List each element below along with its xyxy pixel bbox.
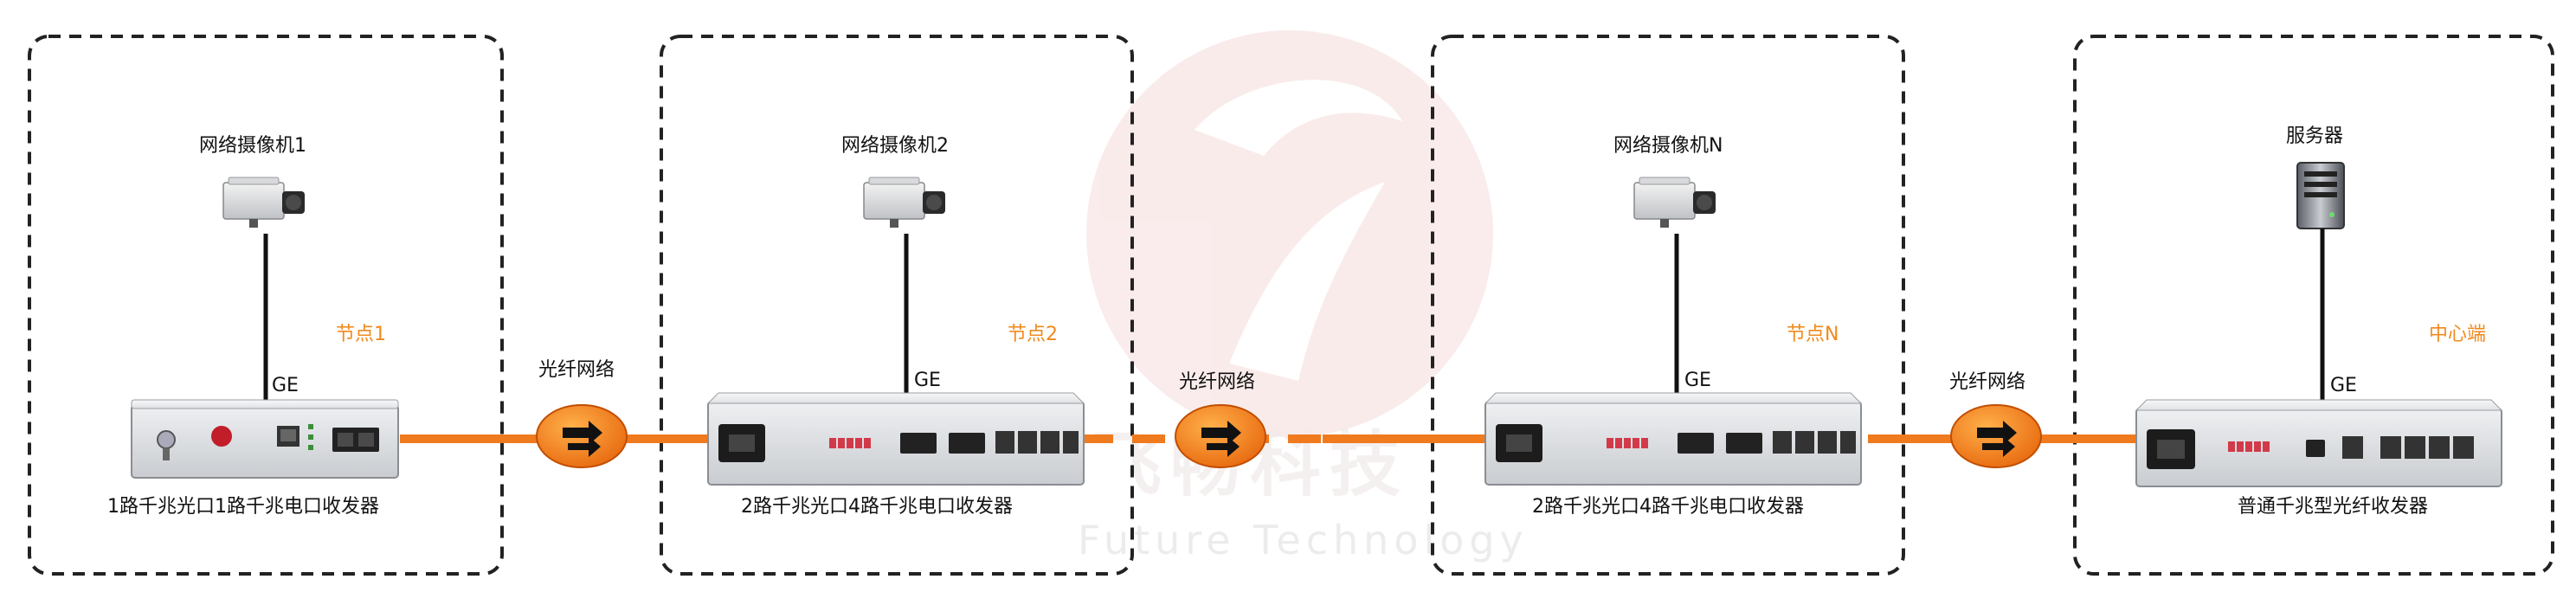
link-label-4: GE	[2330, 375, 2357, 396]
device-2	[706, 392, 1085, 486]
group-box-3	[1431, 35, 1905, 576]
fiber-hub-icon-1	[536, 404, 628, 468]
fiber-hub-icon-3	[1950, 404, 2042, 468]
node-label-1: 节点1	[336, 324, 386, 345]
node-label-3: 节点N	[1787, 324, 1839, 345]
device-label-1: 1路千兆光口1路千兆电口收发器	[107, 496, 379, 518]
link-label-3: GE	[1684, 370, 1711, 391]
camera-icon-1	[222, 177, 305, 228]
server-icon	[2296, 162, 2345, 229]
camera-label-3: 网络摄像机N	[1613, 135, 1723, 157]
device-3	[1484, 392, 1863, 486]
link-label-1: GE	[272, 375, 299, 396]
watermark-logo	[1086, 30, 1493, 437]
device-1	[131, 399, 399, 479]
fiber-label-3: 光纤网络	[1949, 371, 2025, 393]
group-box-4	[2073, 35, 2554, 576]
group-box-1	[28, 35, 504, 576]
device-4	[2135, 399, 2503, 487]
fiber-label-2: 光纤网络	[1179, 371, 1255, 393]
device-label-3: 2路千兆光口4路千兆电口收发器	[1532, 496, 1804, 518]
server-label: 服务器	[2286, 126, 2343, 147]
camera-icon-2	[863, 177, 945, 228]
node-label-4: 中心端	[2429, 324, 2486, 345]
device-label-4: 普通千兆型光纤收发器	[2238, 496, 2428, 518]
fiber-label-1: 光纤网络	[538, 359, 615, 381]
camera-label-2: 网络摄像机2	[841, 135, 949, 157]
device-label-2: 2路千兆光口4路千兆电口收发器	[741, 496, 1013, 518]
camera-icon-3	[1633, 177, 1716, 228]
fiber-hub-icon-2	[1175, 404, 1266, 468]
camera-label-1: 网络摄像机1	[199, 135, 306, 157]
node-label-2: 节点2	[1008, 324, 1058, 345]
group-box-2	[660, 35, 1134, 576]
watermark-brand-en: Future Technology	[1078, 517, 1529, 563]
link-label-2: GE	[914, 370, 941, 391]
